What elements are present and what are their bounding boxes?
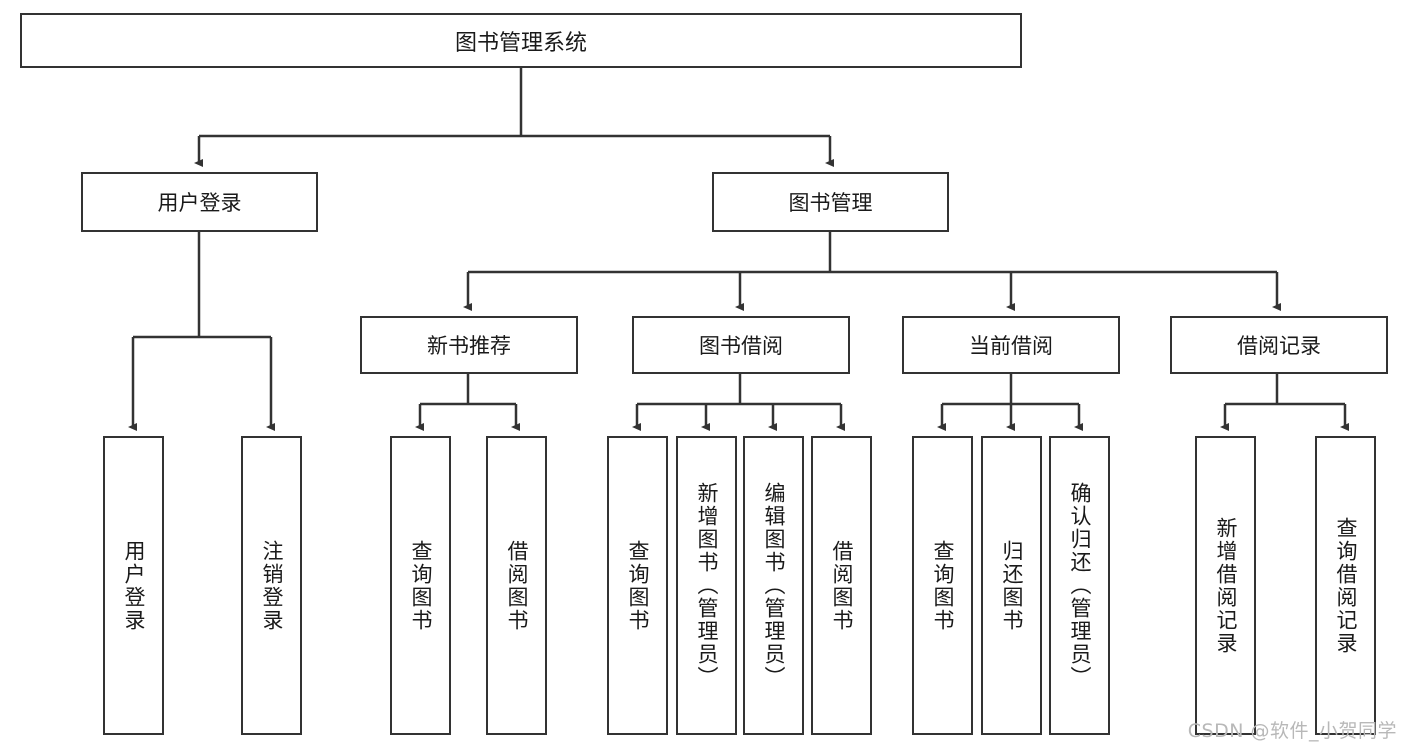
node-label: 查询图书 <box>409 539 433 632</box>
leaf-add-book-admin[interactable]: 新增图书（管理员） <box>676 436 737 735</box>
node-label: 图书借阅 <box>699 334 783 358</box>
leaf-edit-book-admin[interactable]: 编辑图书（管理员） <box>743 436 804 735</box>
leaf-confirm-return-admin[interactable]: 确认归还（管理员） <box>1049 436 1110 735</box>
node-new-book-recommend[interactable]: 新书推荐 <box>360 316 578 374</box>
node-book-borrow[interactable]: 图书借阅 <box>632 316 850 374</box>
leaf-user-login[interactable]: 用户登录 <box>103 436 164 735</box>
node-label: 归还图书 <box>1000 539 1024 632</box>
node-root-system[interactable]: 图书管理系统 <box>20 13 1022 68</box>
node-label: 借阅图书 <box>505 539 529 632</box>
node-label: 用户登录 <box>157 191 242 215</box>
node-label: 查询图书 <box>931 539 955 632</box>
node-borrow-record[interactable]: 借阅记录 <box>1170 316 1388 374</box>
leaf-query-borrow-record[interactable]: 查询借阅记录 <box>1315 436 1376 735</box>
leaf-borrow-book[interactable]: 借阅图书 <box>811 436 872 735</box>
node-label: 用户登录 <box>122 539 146 632</box>
node-label: 查询图书 <box>626 539 650 632</box>
node-label: 注销登录 <box>260 539 284 632</box>
node-label: 新增图书（管理员） <box>695 482 719 689</box>
leaf-add-borrow-record[interactable]: 新增借阅记录 <box>1195 436 1256 735</box>
leaf-query-book-recommend[interactable]: 查询图书 <box>390 436 451 735</box>
node-label: 图书管理系统 <box>454 30 587 56</box>
leaf-borrow-book-recommend[interactable]: 借阅图书 <box>486 436 547 735</box>
leaf-logout-login[interactable]: 注销登录 <box>241 436 302 735</box>
node-label: 借阅图书 <box>830 539 854 632</box>
node-label: 借阅记录 <box>1237 334 1321 358</box>
node-book-management[interactable]: 图书管理 <box>712 172 949 232</box>
csdn-watermark: CSDN @软件_小贺同学 <box>1187 720 1397 742</box>
leaf-query-book-borrow[interactable]: 查询图书 <box>607 436 668 735</box>
node-label: 新书推荐 <box>427 334 511 358</box>
node-label: 当前借阅 <box>969 334 1053 358</box>
node-label: 确认归还（管理员） <box>1068 482 1092 689</box>
node-user-login[interactable]: 用户登录 <box>81 172 318 232</box>
node-label: 编辑图书（管理员） <box>762 482 786 689</box>
node-current-borrow[interactable]: 当前借阅 <box>902 316 1120 374</box>
node-label: 新增借阅记录 <box>1214 516 1238 655</box>
leaf-return-book[interactable]: 归还图书 <box>981 436 1042 735</box>
node-label: 图书管理 <box>788 191 873 215</box>
node-label: 查询借阅记录 <box>1334 516 1358 655</box>
leaf-query-book-current[interactable]: 查询图书 <box>912 436 973 735</box>
